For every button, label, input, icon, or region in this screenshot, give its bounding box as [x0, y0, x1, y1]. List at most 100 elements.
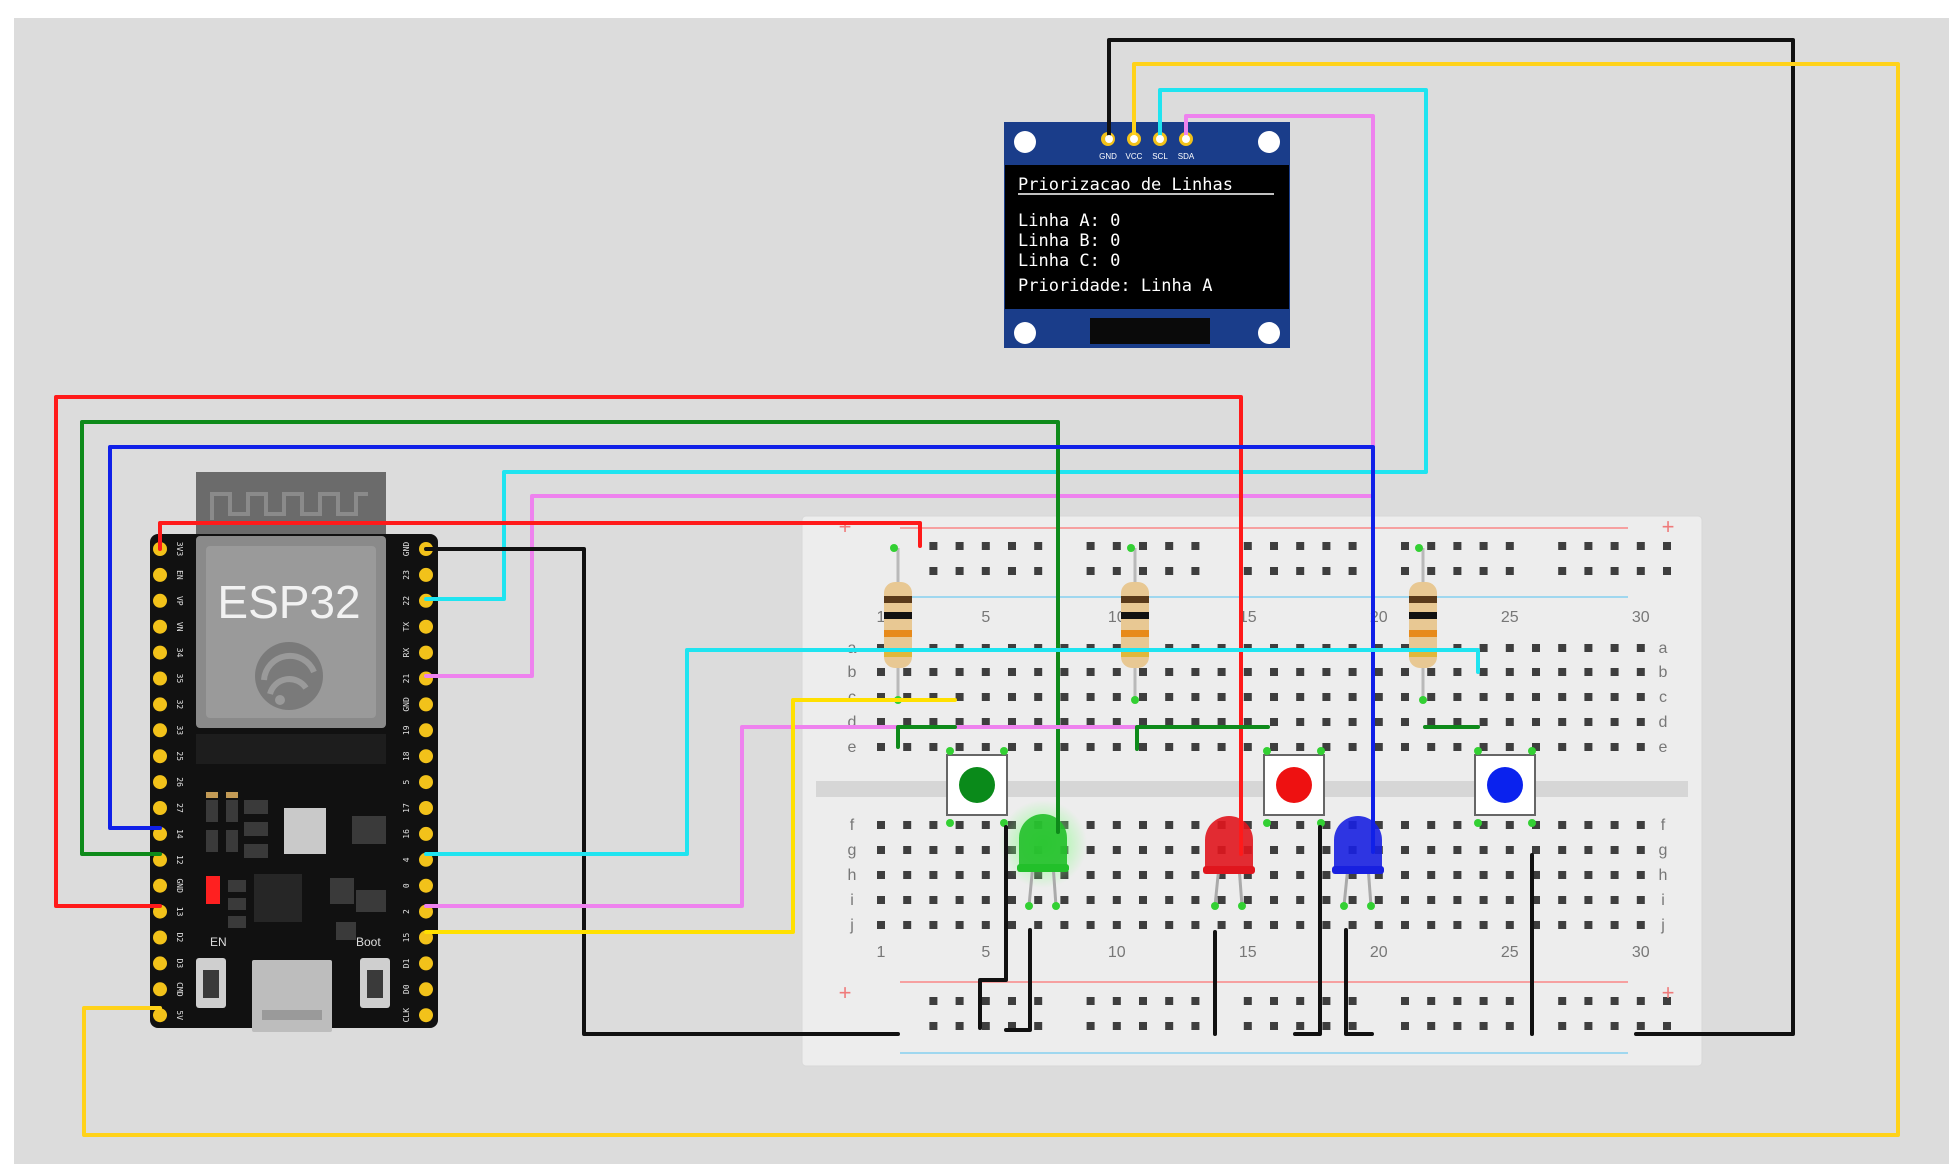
pin-pad[interactable] — [153, 801, 167, 815]
breadboard-hole[interactable] — [1636, 668, 1645, 676]
breadboard-hole[interactable] — [1505, 896, 1514, 904]
breadboard-hole[interactable] — [1453, 743, 1462, 751]
breadboard-hole[interactable] — [1584, 821, 1593, 829]
breadboard-hole[interactable] — [929, 668, 938, 676]
rail-hole[interactable] — [981, 542, 990, 550]
rail-hole[interactable] — [1165, 997, 1174, 1005]
leds[interactable] — [999, 800, 1384, 910]
pin-pad[interactable] — [153, 904, 167, 919]
pin-pad[interactable] — [419, 671, 433, 686]
breadboard-hole[interactable] — [1505, 821, 1514, 829]
rail-hole[interactable] — [1610, 542, 1619, 550]
rail-hole[interactable] — [1558, 567, 1567, 575]
breadboard-hole[interactable] — [1479, 644, 1488, 652]
rail-hole[interactable] — [1086, 567, 1095, 575]
rail-hole[interactable] — [1112, 997, 1121, 1005]
breadboard-hole[interactable] — [1165, 668, 1174, 676]
breadboard-hole[interactable] — [1060, 743, 1069, 751]
breadboard-hole[interactable] — [1060, 921, 1069, 929]
pin-pad[interactable] — [153, 775, 167, 790]
breadboard-hole[interactable] — [1243, 921, 1252, 929]
breadboard-hole[interactable] — [1296, 693, 1305, 701]
rail-hole[interactable] — [1296, 997, 1305, 1005]
rail-hole[interactable] — [1584, 997, 1593, 1005]
breadboard-hole[interactable] — [1558, 821, 1567, 829]
red-button[interactable] — [1263, 747, 1325, 827]
rail-hole[interactable] — [1453, 997, 1462, 1005]
pin-pad[interactable] — [419, 567, 433, 582]
breadboard-hole[interactable] — [1270, 921, 1278, 929]
rail-hole[interactable] — [1322, 1022, 1331, 1030]
breadboard-hole[interactable] — [1636, 821, 1645, 829]
breadboard-hole[interactable] — [1610, 896, 1619, 904]
rail-hole[interactable] — [1505, 542, 1514, 550]
rail-hole[interactable] — [1584, 567, 1593, 575]
rail-hole[interactable] — [1243, 997, 1252, 1005]
breadboard-hole[interactable] — [1165, 821, 1174, 829]
pin-pad[interactable] — [419, 775, 433, 790]
pin4-to-button-wire[interactable] — [424, 648, 1480, 856]
breadboard-hole[interactable] — [1505, 668, 1514, 676]
breadboard-hole[interactable] — [1165, 718, 1174, 726]
breadboard-hole[interactable] — [1374, 718, 1383, 726]
breadboard-hole[interactable] — [1165, 871, 1174, 879]
pin-pad[interactable] — [153, 567, 167, 582]
boot-button[interactable] — [367, 970, 383, 998]
vcc-to-oled-wire[interactable] — [82, 62, 1900, 1137]
pin-pad[interactable] — [153, 593, 167, 608]
rail-hole[interactable] — [929, 997, 938, 1005]
rail-hole[interactable] — [1322, 567, 1331, 575]
rail-hole[interactable] — [1191, 997, 1200, 1005]
en-button[interactable] — [203, 970, 219, 998]
breadboard-hole[interactable] — [1532, 743, 1540, 751]
rail-hole[interactable] — [1270, 997, 1278, 1005]
rail-hole[interactable] — [1296, 1022, 1305, 1030]
breadboard-hole[interactable] — [1348, 871, 1357, 879]
pin15-to-button-wire[interactable] — [424, 698, 957, 934]
rail-hole[interactable] — [1165, 1022, 1174, 1030]
breadboard-hole[interactable] — [1296, 718, 1305, 726]
breadboard-hole[interactable] — [1505, 921, 1514, 929]
breadboard-hole[interactable] — [955, 896, 964, 904]
rail-hole[interactable] — [1034, 542, 1043, 550]
rail-hole[interactable] — [1584, 1022, 1593, 1030]
breadboard-hole[interactable] — [1610, 644, 1619, 652]
breadboard-hole[interactable] — [1427, 846, 1436, 854]
breadboard-hole[interactable] — [1348, 718, 1357, 726]
breadboard-hole[interactable] — [1479, 668, 1488, 676]
breadboard-hole[interactable] — [1165, 846, 1174, 854]
breadboard-hole[interactable] — [1558, 846, 1567, 854]
breadboard-hole[interactable] — [903, 718, 912, 726]
rail-hole[interactable] — [1139, 997, 1147, 1005]
breadboard-hole[interactable] — [1322, 743, 1331, 751]
breadboard-hole[interactable] — [1610, 846, 1619, 854]
rail-hole[interactable] — [1505, 1022, 1514, 1030]
breadboard-hole[interactable] — [1112, 743, 1121, 751]
breadboard-hole[interactable] — [1479, 693, 1488, 701]
scl-to-oled-wire[interactable] — [424, 88, 1428, 601]
res2-to-row-wire[interactable] — [1135, 725, 1270, 751]
breadboard-hole[interactable] — [1584, 743, 1593, 751]
breadboard-hole[interactable] — [1112, 718, 1121, 726]
green-led[interactable] — [999, 800, 1087, 910]
resistor[interactable] — [1409, 544, 1437, 704]
rail-hole[interactable] — [1479, 1022, 1488, 1030]
breadboard-hole[interactable] — [1401, 871, 1409, 879]
rail-hole[interactable] — [1139, 542, 1147, 550]
breadboard-hole[interactable] — [903, 871, 912, 879]
breadboard-hole[interactable] — [1636, 871, 1645, 879]
breadboard-hole[interactable] — [1086, 743, 1095, 751]
rail-hole[interactable] — [1663, 997, 1671, 1005]
breadboard-hole[interactable] — [1427, 693, 1436, 701]
breadboard-hole[interactable] — [1086, 693, 1095, 701]
breadboard-hole[interactable] — [1086, 846, 1095, 854]
breadboard-hole[interactable] — [929, 693, 938, 701]
breadboard-hole[interactable] — [877, 743, 885, 751]
breadboard-hole[interactable] — [1532, 921, 1540, 929]
breadboard-hole[interactable] — [1374, 921, 1383, 929]
breadboard-hole[interactable] — [1636, 718, 1645, 726]
breadboard-hole[interactable] — [903, 921, 912, 929]
breadboard-hole[interactable] — [981, 921, 990, 929]
breadboard-hole[interactable] — [1086, 821, 1095, 829]
resistor[interactable] — [1121, 544, 1149, 704]
